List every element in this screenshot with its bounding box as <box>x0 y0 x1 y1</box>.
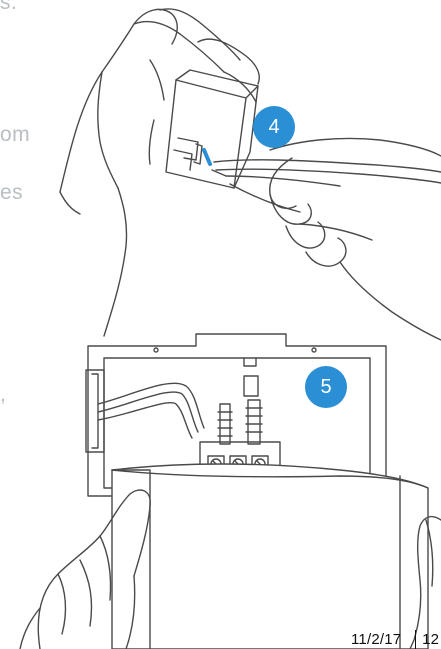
step-5-badge: 5 <box>305 366 347 408</box>
step-4-number: 4 <box>268 117 279 137</box>
step-4-badge: 4 <box>253 106 295 148</box>
footer-date: 11/2/17 <box>351 631 401 648</box>
adapter-module <box>166 70 258 188</box>
footer-timestamp: 11/2/17 12 <box>351 631 439 649</box>
left-hand-holding-module <box>60 9 259 336</box>
footer-page-number: 12 <box>422 631 439 648</box>
footer-divider <box>415 630 416 649</box>
chime-cover <box>112 464 428 649</box>
chime-wires <box>98 383 204 438</box>
wire-bundle <box>214 160 441 212</box>
step-5-number: 5 <box>320 377 331 397</box>
plungers <box>218 376 262 444</box>
